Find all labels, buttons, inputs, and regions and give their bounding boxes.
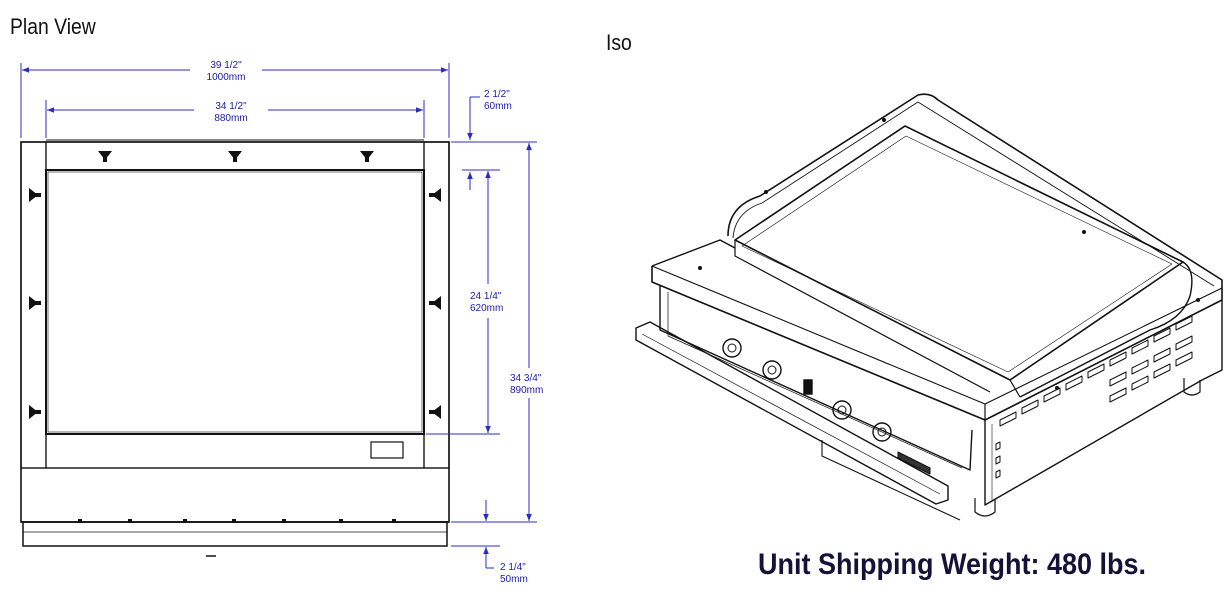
front-offset-metric: 50mm: [500, 574, 528, 585]
dimension-side-offset: 2 1/2" 60mm: [462, 89, 512, 190]
front-offset-imperial: 2 1/4": [500, 562, 526, 573]
plan-view-drawing: [20, 139, 450, 557]
dimension-overall-depth: 34 3/4" 890mm: [451, 141, 543, 523]
side-offset-metric: 60mm: [484, 101, 512, 112]
overall-width-imperial: 39 1/2": [210, 60, 242, 71]
dimension-front-offset: 2 1/4" 50mm: [451, 500, 528, 585]
plan-view-heading: Plan View: [10, 14, 96, 39]
overall-width-metric: 1000mm: [207, 72, 246, 83]
side-offset-imperial: 2 1/2": [484, 89, 510, 100]
dimension-inner-width: 34 1/2" 880mm: [45, 100, 425, 138]
dimension-overall-width: 39 1/2" 1000mm: [20, 60, 450, 138]
shipping-weight: Unit Shipping Weight: 480 lbs.: [758, 548, 1147, 581]
iso-view-drawing: [635, 93, 1223, 521]
dimension-griddle-depth: 24 1/4" 620mm: [426, 171, 503, 435]
inner-width-metric: 880mm: [214, 113, 247, 124]
overall-depth-metric: 890mm: [510, 385, 543, 396]
griddle-depth-imperial: 24 1/4": [470, 291, 502, 302]
overall-depth-imperial: 34 3/4": [510, 373, 542, 384]
griddle-depth-metric: 620mm: [470, 303, 503, 314]
iso-view-heading: Iso: [606, 30, 632, 55]
inner-width-imperial: 34 1/2": [215, 101, 247, 112]
